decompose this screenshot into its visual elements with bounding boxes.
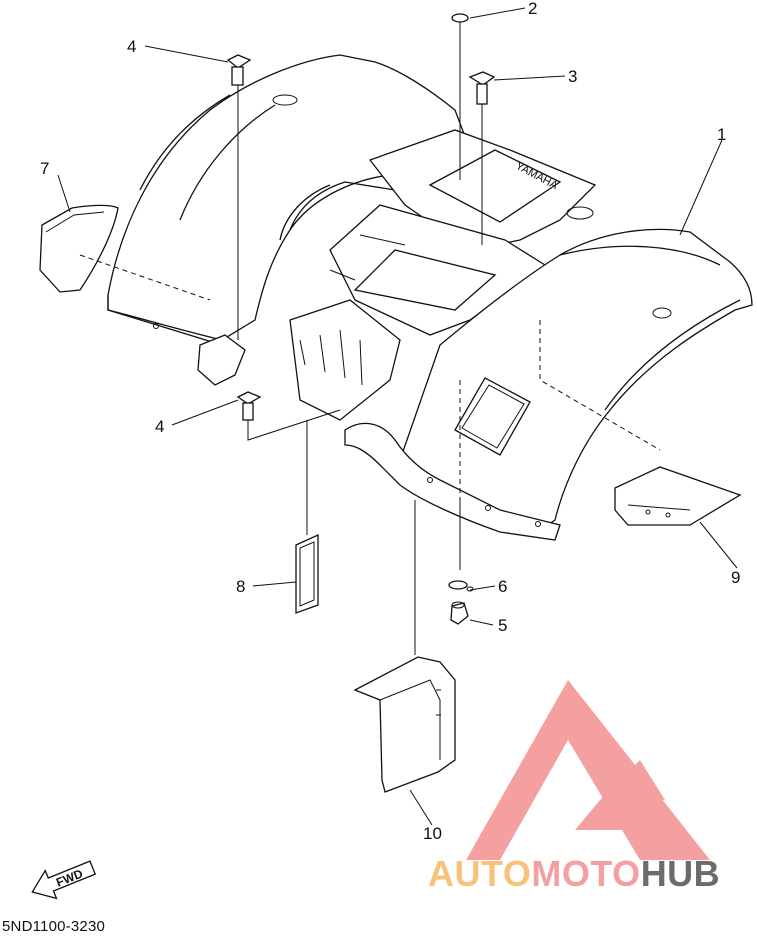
callout-8: 8 — [236, 577, 245, 596]
callout-9: 9 — [731, 568, 740, 587]
watermark-text: AUTOMOTOHUB — [428, 853, 720, 895]
rear-fender: YAMAHA — [107, 54, 753, 541]
callout-5: 5 — [498, 616, 507, 635]
fwd-label: FWD — [54, 866, 85, 889]
watermark-triangle-inner — [575, 760, 665, 830]
watermark-text-hub: HUB — [640, 853, 721, 894]
watermark-text-moto: MOTO — [531, 853, 641, 894]
callout-1: 1 — [717, 125, 726, 144]
fwd-arrow: FWD — [31, 860, 97, 900]
callout-3: 3 — [568, 67, 577, 86]
bolt-3 — [468, 71, 496, 245]
callout-4-lower: 4 — [155, 417, 164, 436]
watermark-text-auto: AUTO — [428, 853, 532, 894]
leader-lines — [57, 7, 738, 826]
part-5-grommet — [450, 601, 469, 625]
watermark-logo — [466, 680, 710, 860]
bolt-4-lower — [236, 391, 341, 441]
part-6-washer — [448, 580, 474, 592]
callout-4-top: 4 — [127, 37, 136, 56]
callout-6: 6 — [498, 577, 507, 596]
bolt-4-top — [226, 54, 252, 340]
watermark-triangle-outer — [466, 680, 710, 860]
callout-2: 2 — [528, 0, 537, 18]
callout-labels: 1 2 3 4 4 5 6 7 8 9 10 — [40, 0, 740, 843]
part-9-flap — [539, 320, 742, 526]
callout-7: 7 — [40, 159, 49, 178]
part-code-label: 5ND1100-3230 — [2, 918, 106, 935]
part-8-bracket — [295, 420, 319, 614]
part-2-cap — [451, 13, 469, 570]
callout-10: 10 — [423, 824, 442, 843]
part-10-guard — [353, 500, 456, 793]
part-7-flap — [39, 204, 211, 301]
